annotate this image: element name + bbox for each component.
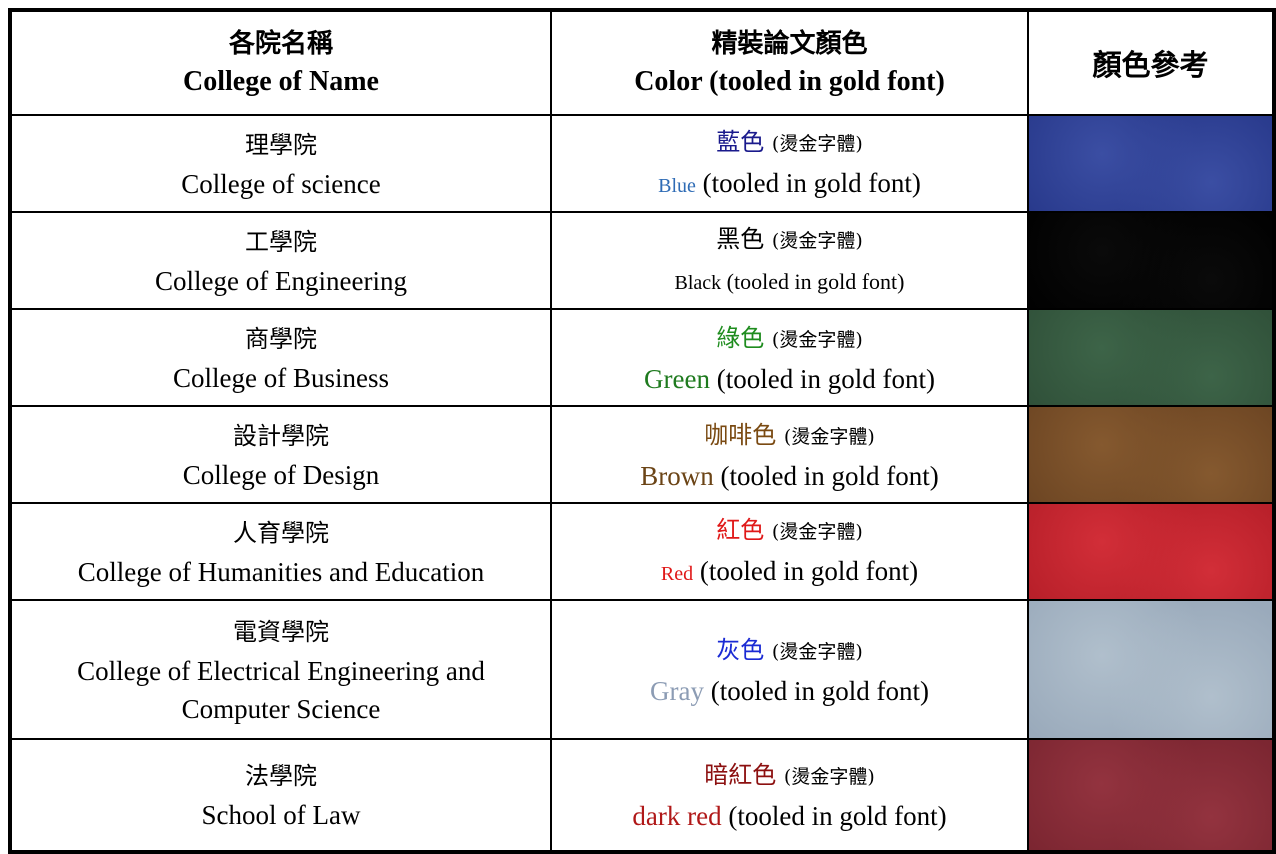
header-row: 各院名稱 College of Name 精裝論文顏色 Color (toole… [9, 9, 1275, 116]
college-name-zh: 人育學院 [233, 518, 329, 547]
color-cell: 暗紅色 (燙金字體) dark red (tooled in gold font) [550, 738, 1029, 852]
tooled-suffix: (tooled in gold font) [704, 675, 929, 706]
gold-font-note: (燙金字體) [771, 640, 863, 663]
color-cell: 綠色 (燙金字體) Green (tooled in gold font) [550, 308, 1029, 407]
table-row: 設計學院 College of Design 咖啡色 (燙金字體) Brown (to… [9, 405, 1275, 504]
color-cell: 紅色 (燙金字體) Red (tooled in gold font) [550, 502, 1029, 601]
table-row: 商學院 College of Business 綠色 (燙金字體) Green (to… [9, 308, 1275, 407]
tooled-suffix: (tooled in gold font) [721, 801, 947, 831]
color-swatch [1029, 407, 1272, 502]
color-cell: 黑色 (燙金字體) Black (tooled in gold font) [550, 211, 1029, 310]
color-swatch-cell [1027, 502, 1275, 601]
college-name-zh: 電資學院 [233, 617, 329, 646]
color-name-en: Gray [650, 675, 704, 706]
header-color: 精裝論文顏色 Color (tooled in gold font) [550, 9, 1029, 116]
college-name-en: College of science [181, 168, 381, 199]
college-name-zh: 商學院 [245, 324, 317, 353]
table-row: 人育學院 College of Humanities and Education 紅… [9, 502, 1275, 601]
color-name-zh: 黑色 [716, 225, 765, 253]
tooled-suffix: (tooled in gold font) [710, 363, 935, 394]
gold-font-note: (燙金字體) [783, 766, 875, 788]
gold-font-note: (燙金字體) [771, 328, 863, 351]
header-color-zh: 精裝論文顏色 [711, 29, 868, 59]
color-swatch [1029, 116, 1272, 211]
college-name-en-line2: Computer Science [181, 693, 381, 724]
header-reference: 顏色參考 [1027, 9, 1275, 116]
color-swatch [1029, 310, 1272, 405]
color-name-en: Brown [640, 460, 714, 491]
college-cell: 人育學院 College of Humanities and Education [9, 502, 552, 601]
gold-font-note: (燙金字體) [771, 521, 863, 543]
college-name-zh: 工學院 [245, 227, 317, 256]
college-cell: 電資學院 College of Electrical Engineering an… [9, 599, 552, 740]
tooled-suffix: (tooled in gold font) [721, 269, 905, 294]
gold-font-note: (燙金字體) [771, 133, 863, 155]
college-name-en: College of Electrical Engineering and [77, 655, 485, 686]
college-cell: 法學院 School of Law [9, 738, 552, 852]
tooled-suffix: (tooled in gold font) [693, 556, 919, 586]
thesis-color-table: 各院名稱 College of Name 精裝論文顏色 Color (toole… [8, 8, 1276, 854]
color-table-container: 各院名稱 College of Name 精裝論文顏色 Color (toole… [8, 8, 1276, 854]
college-cell: 設計學院 College of Design [9, 405, 552, 504]
table-row: 電資學院 College of Electrical Engineering an… [9, 599, 1275, 740]
color-name-zh: 咖啡色 [704, 420, 777, 449]
color-swatch-cell [1027, 405, 1275, 504]
college-name-zh: 設計學院 [233, 421, 329, 450]
college-name-en: College of Business [173, 362, 389, 393]
color-swatch-cell [1027, 738, 1275, 852]
color-swatch [1029, 601, 1272, 738]
college-name-en: School of Law [201, 800, 361, 830]
gold-font-note: (燙金字體) [783, 425, 875, 448]
header-college: 各院名稱 College of Name [9, 9, 552, 116]
color-name-zh: 暗紅色 [704, 761, 777, 789]
header-reference-zh: 顏色參考 [1092, 48, 1209, 82]
color-name-en: Black [674, 272, 722, 294]
color-name-en: dark red [632, 801, 722, 831]
color-swatch-cell [1027, 308, 1275, 407]
college-name-en: College of Humanities and Education [77, 556, 485, 587]
color-name-zh: 紅色 [716, 516, 765, 544]
color-name-zh: 藍色 [716, 128, 765, 156]
header-color-en: Color (tooled in gold font) [634, 66, 945, 97]
tooled-suffix: (tooled in gold font) [695, 168, 921, 198]
college-name-zh: 理學院 [245, 130, 317, 159]
college-cell: 工學院 College of Engineering [9, 211, 552, 310]
table-row: 理學院 College of science 藍色 (燙金字體) Blue (tool… [9, 114, 1275, 213]
color-swatch [1029, 504, 1272, 599]
college-name-zh: 法學院 [245, 762, 317, 790]
college-cell: 商學院 College of Business [9, 308, 552, 407]
color-swatch-cell [1027, 599, 1275, 740]
color-swatch-cell [1027, 114, 1275, 213]
gold-font-note: (燙金字體) [771, 230, 863, 252]
color-cell: 咖啡色 (燙金字體) Brown (tooled in gold font) [550, 405, 1029, 504]
color-name-en: Red [660, 563, 694, 585]
tooled-suffix: (tooled in gold font) [713, 460, 939, 491]
college-name-en: College of Design [182, 459, 380, 490]
color-name-en: Blue [658, 175, 696, 197]
header-college-zh: 各院名稱 [228, 29, 333, 59]
color-swatch [1029, 740, 1272, 850]
table-body: 理學院 College of science 藍色 (燙金字體) Blue (tool… [9, 114, 1275, 852]
college-name-en: College of Engineering [155, 265, 407, 296]
table-row: 法學院 School of Law 暗紅色 (燙金字體) dark red (tool… [9, 738, 1275, 852]
color-cell: 灰色 (燙金字體) Gray (tooled in gold font) [550, 599, 1029, 740]
color-name-en: Green [644, 363, 710, 394]
college-cell: 理學院 College of science [9, 114, 552, 213]
color-swatch [1029, 213, 1272, 308]
color-name-zh: 綠色 [716, 323, 765, 352]
header-college-en: College of Name [183, 66, 379, 97]
color-name-zh: 灰色 [716, 635, 765, 664]
color-swatch-cell [1027, 211, 1275, 310]
color-cell: 藍色 (燙金字體) Blue (tooled in gold font) [550, 114, 1029, 213]
